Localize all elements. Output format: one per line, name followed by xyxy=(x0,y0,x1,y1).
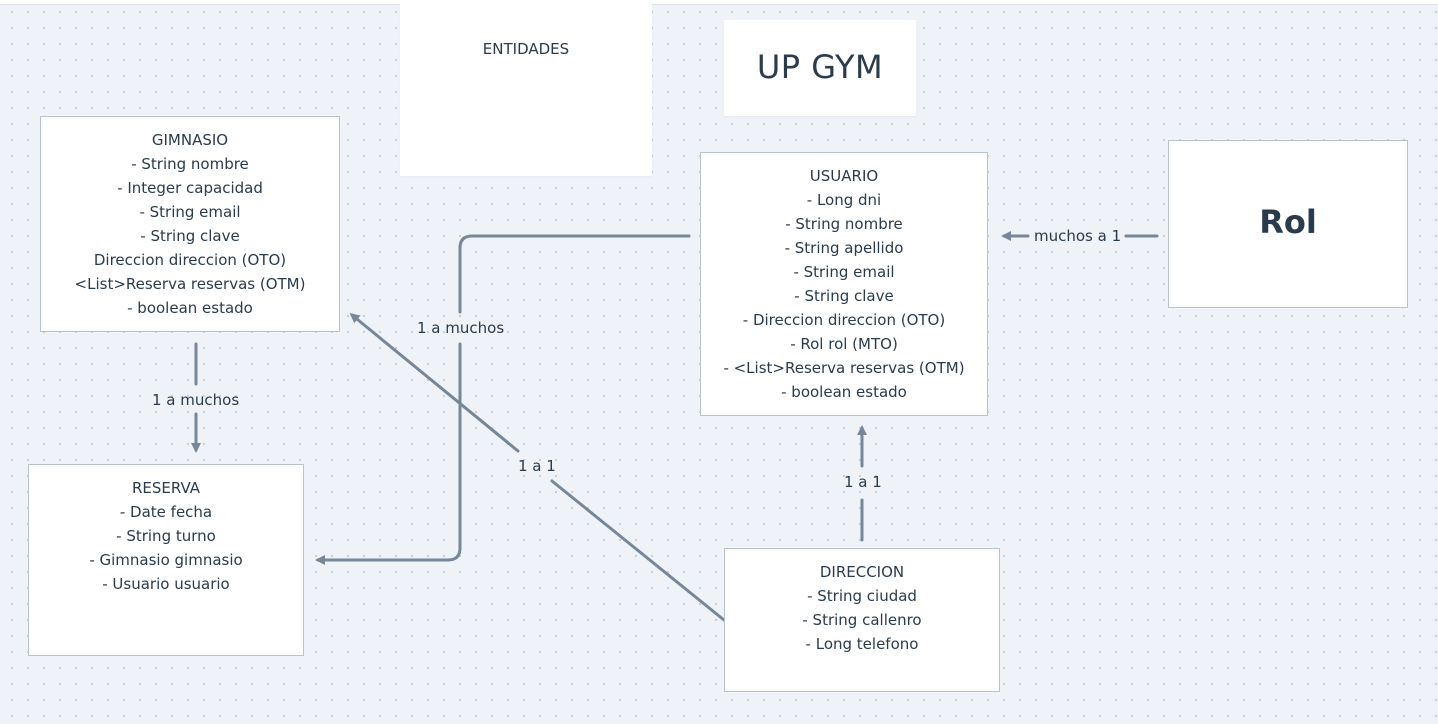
connector-direccion-gimnasio-lower[interactable] xyxy=(550,479,726,622)
connector-usuario-reserva-bottom[interactable] xyxy=(315,342,462,565)
entity-usuario-attr: - String email xyxy=(793,263,895,281)
entity-gimnasio-attr: Direccion direccion (OTO) xyxy=(93,251,287,269)
entity-reserva-attr: - Gimnasio gimnasio xyxy=(89,551,243,569)
entity-usuario-attr: - Long dni xyxy=(806,191,882,209)
entity-gimnasio-attr: <List>Reserva reservas (OTM) xyxy=(74,275,306,293)
entity-gimnasio-attr: - String nombre xyxy=(131,155,249,173)
title-card[interactable]: UP GYM xyxy=(724,20,916,116)
connector-usuario-reserva-top[interactable] xyxy=(458,234,691,314)
entity-direccion-attr: - String callenro xyxy=(802,611,922,629)
entity-direccion-attr: - Long telefono xyxy=(805,635,919,653)
label-usuario-reserva[interactable]: 1 a muchos xyxy=(417,319,505,337)
entity-gimnasio-attr: - boolean estado xyxy=(127,299,253,317)
canvas-top-edge xyxy=(0,0,1438,5)
entity-gimnasio-attr: - Integer capacidad xyxy=(117,179,263,197)
entity-gimnasio-name: GIMNASIO xyxy=(151,131,229,149)
label-direccion-gimnasio[interactable]: 1 a 1 xyxy=(518,457,556,475)
entity-reserva[interactable]: RESERVA - Date fecha - String turno - Gi… xyxy=(28,464,304,656)
diagram-title: UP GYM xyxy=(756,48,884,86)
entity-reserva-attr: - String turno xyxy=(116,527,216,545)
entity-gimnasio[interactable]: GIMNASIO - String nombre - Integer capac… xyxy=(40,116,340,332)
note-entidades[interactable]: ENTIDADES xyxy=(400,4,652,176)
entity-reserva-attr: - Usuario usuario xyxy=(102,575,230,593)
entity-usuario[interactable]: USUARIO - Long dni - String nombre - Str… xyxy=(700,152,988,416)
entity-direccion[interactable]: DIRECCION - String ciudad - String calle… xyxy=(724,548,1000,692)
entity-reserva-name: RESERVA xyxy=(131,479,201,497)
entity-direccion-name: DIRECCION xyxy=(819,563,905,581)
entity-direccion-attr: - String ciudad xyxy=(807,587,917,605)
entity-usuario-attr: - Rol rol (MTO) xyxy=(790,335,898,353)
entity-usuario-attr: - <List>Reserva reservas (OTM) xyxy=(723,359,965,377)
entity-usuario-attr: - String apellido xyxy=(784,239,904,257)
entity-usuario-attr: - Direccion direccion (OTO) xyxy=(742,311,946,329)
label-rol-usuario[interactable]: muchos a 1 xyxy=(1034,227,1122,245)
entity-rol-name: Rol xyxy=(1259,203,1317,241)
entity-usuario-attr: - boolean estado xyxy=(781,383,907,401)
label-direccion-usuario[interactable]: 1 a 1 xyxy=(844,473,882,491)
entity-gimnasio-attr: - String clave xyxy=(140,227,240,245)
connector-direccion-gimnasio-upper[interactable] xyxy=(349,313,520,453)
entity-gimnasio-attr: - String email xyxy=(139,203,241,221)
label-gimnasio-reserva[interactable]: 1 a muchos xyxy=(152,391,240,409)
entity-reserva-attr: - Date fecha xyxy=(119,503,213,521)
entity-usuario-attr: - String clave xyxy=(794,287,894,305)
entity-usuario-attr: - String nombre xyxy=(785,215,903,233)
note-entidades-text: ENTIDADES xyxy=(482,40,570,58)
entity-usuario-name: USUARIO xyxy=(809,167,879,185)
entity-rol[interactable]: Rol xyxy=(1168,140,1408,308)
